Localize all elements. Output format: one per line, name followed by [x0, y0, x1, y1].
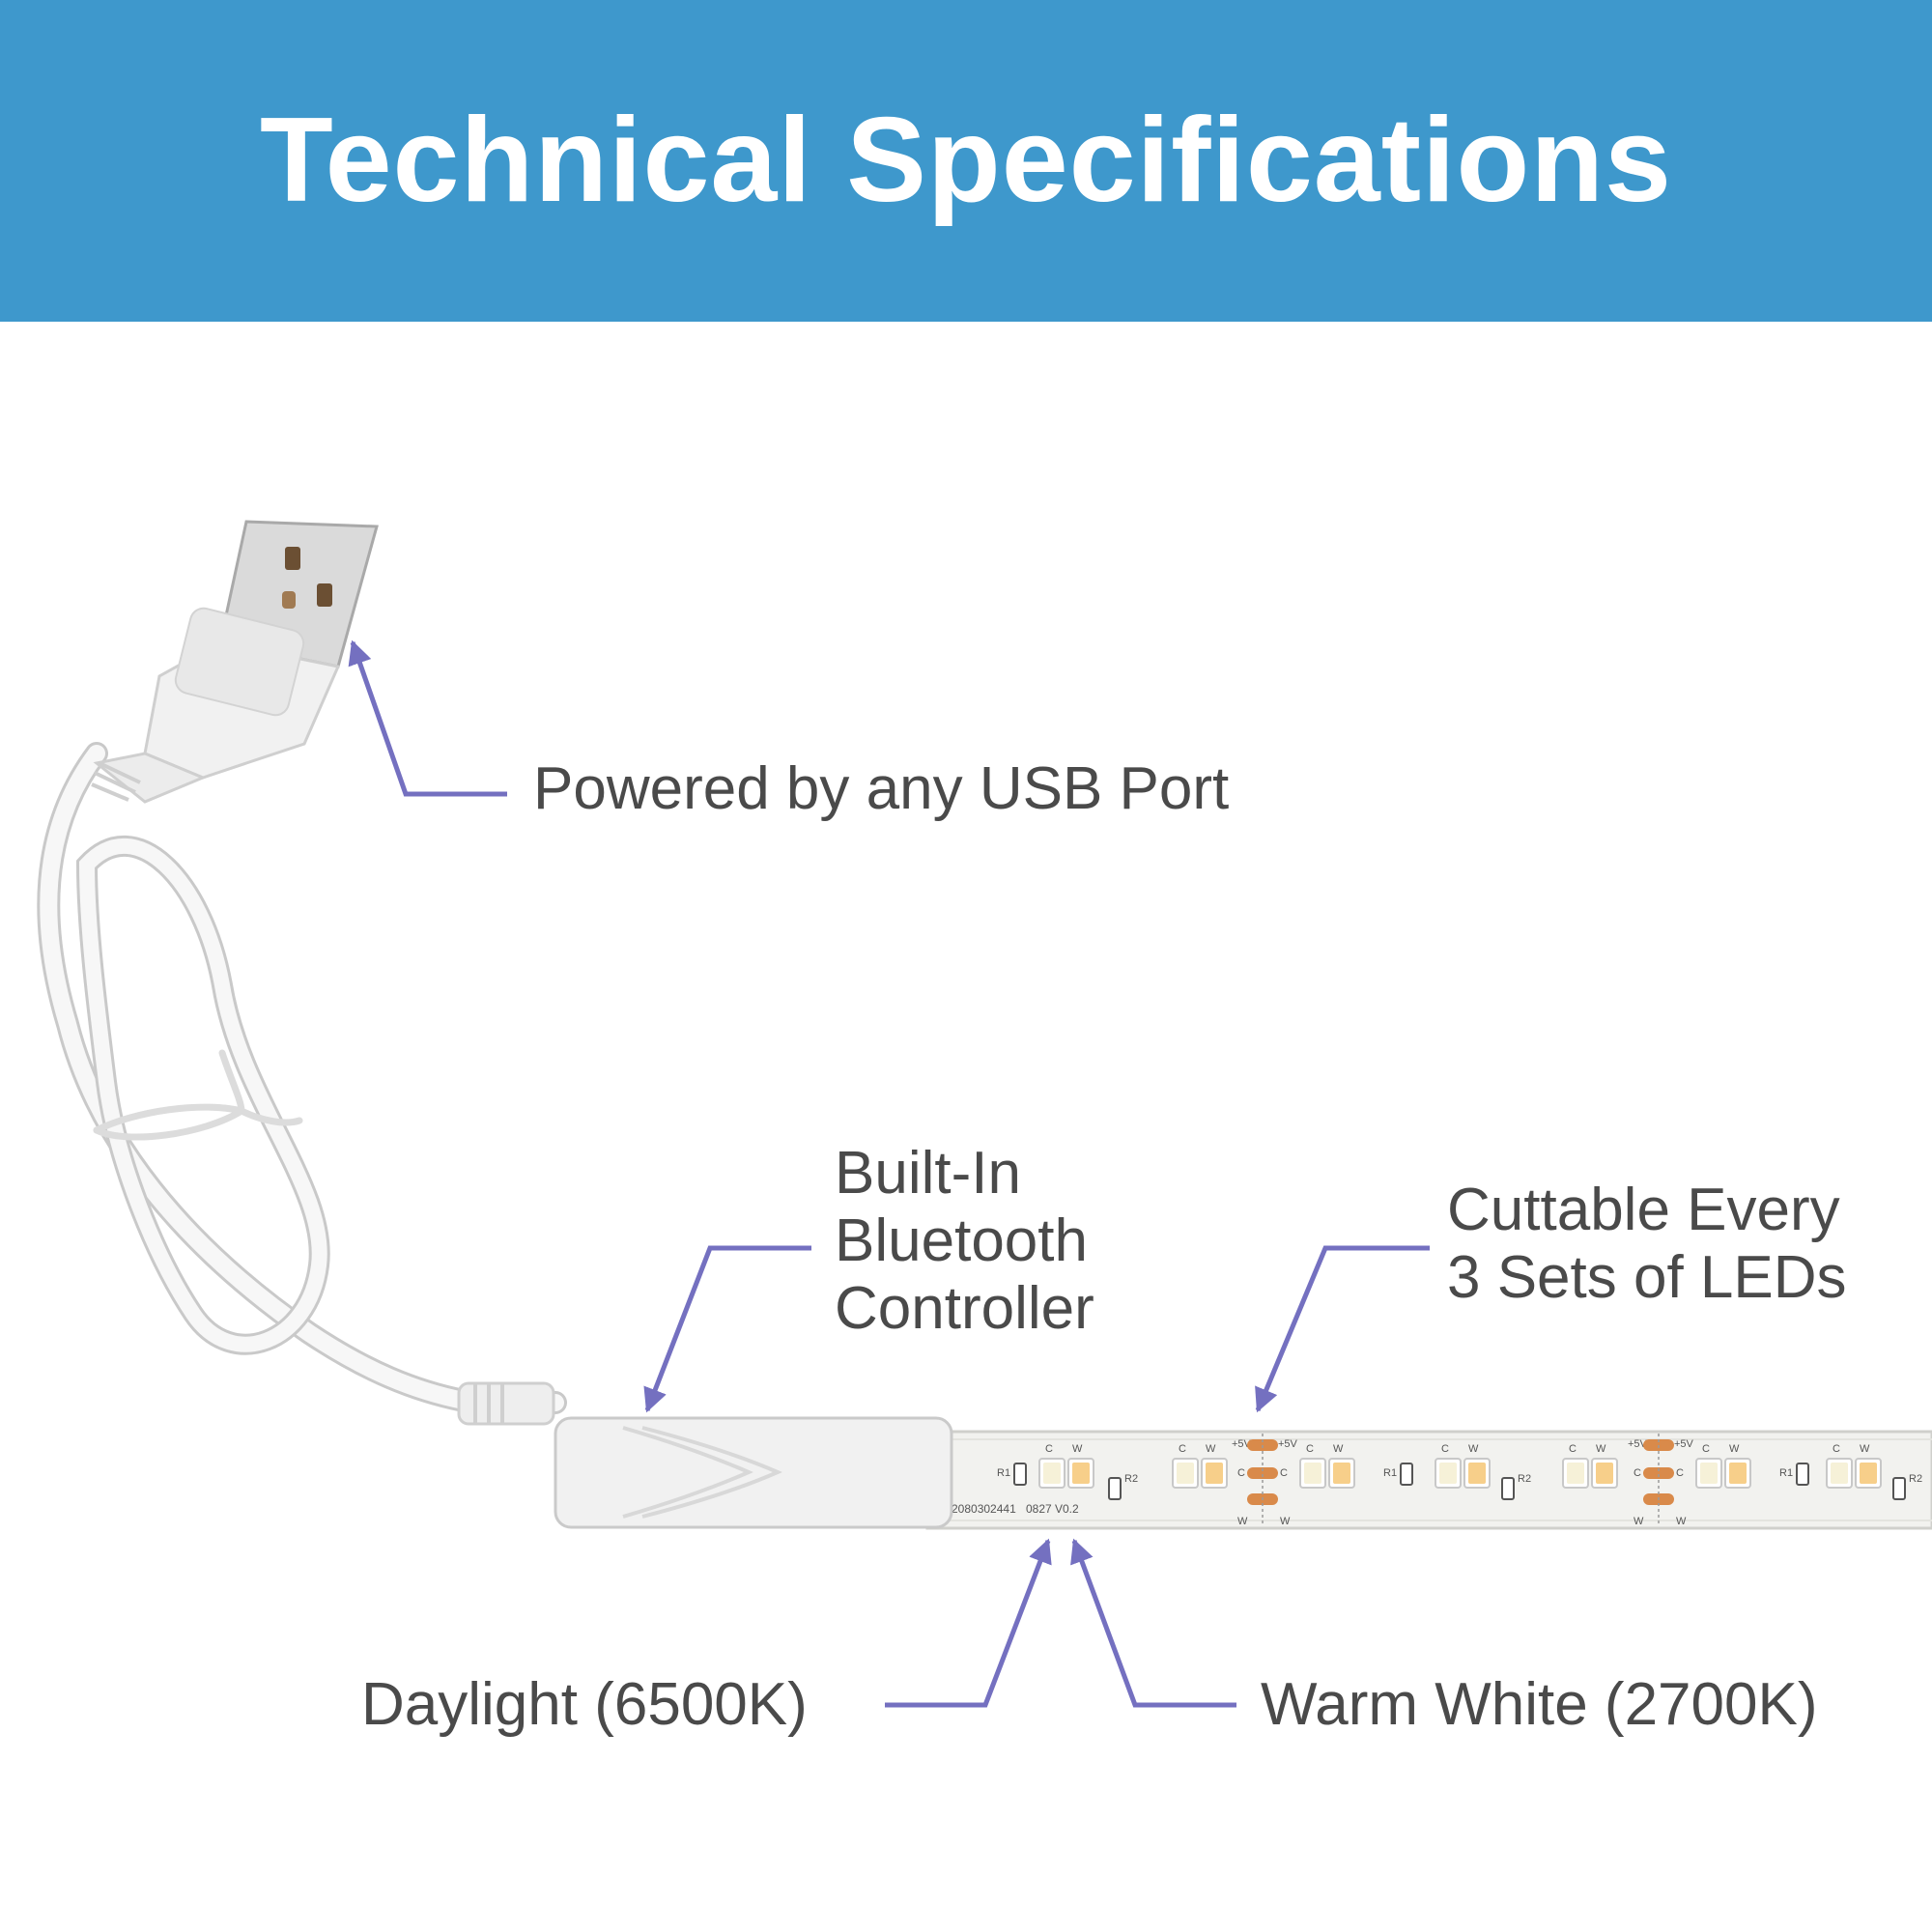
arrow-usb [348, 639, 507, 797]
cool-mark: C [1702, 1443, 1710, 1455]
power-mark: +5V [1628, 1438, 1648, 1450]
daylight-led [1177, 1463, 1194, 1484]
label-daylight: Daylight (6500K) [361, 1671, 808, 1738]
warm-mark: W [1676, 1516, 1687, 1527]
arrow-daylight [885, 1538, 1052, 1708]
warm-led [1333, 1463, 1350, 1484]
cable-strain-relief [457, 1381, 555, 1426]
label-cuttable: Cuttable Every 3 Sets of LEDs [1447, 1177, 1847, 1312]
label-usb-port: Powered by any USB Port [533, 755, 1230, 822]
bluetooth-controller [554, 1416, 953, 1529]
label-controller-line-2: Bluetooth [835, 1208, 1088, 1274]
cut-pad [1247, 1467, 1278, 1479]
warm-mark: W [1860, 1443, 1870, 1455]
daylight-led [1304, 1463, 1321, 1484]
warm-mark: W [1237, 1516, 1248, 1527]
warm-led [1072, 1463, 1090, 1484]
twist-tie [93, 1049, 303, 1141]
label-cuttable-line-1: Cuttable Every [1447, 1177, 1840, 1243]
power-mark: +5V [1278, 1438, 1298, 1450]
warm-mark: W [1333, 1443, 1344, 1455]
daylight-led [1043, 1463, 1061, 1484]
warm-mark: W [1206, 1443, 1216, 1455]
resistor-r1 [1013, 1463, 1027, 1486]
arrow-warm-white [1070, 1538, 1236, 1708]
warm-mark: W [1280, 1516, 1291, 1527]
cool-mark: C [1833, 1443, 1840, 1455]
resistor-label-r2: R2 [1124, 1473, 1138, 1485]
resistor-label-r1: R1 [1779, 1467, 1793, 1479]
cool-mark: C [1441, 1443, 1449, 1455]
warm-led [1729, 1463, 1747, 1484]
warm-mark: W [1596, 1443, 1606, 1455]
warm-led [1596, 1463, 1613, 1484]
cool-mark: C [1306, 1443, 1314, 1455]
resistor-label-r2: R2 [1909, 1473, 1922, 1485]
arrow-controller [643, 1245, 811, 1413]
cool-mark: C [1179, 1443, 1186, 1455]
warm-mark: W [1634, 1516, 1644, 1527]
label-controller-line-3: Controller [835, 1275, 1094, 1342]
usb-cable [37, 742, 567, 1414]
strip-version: V0.2 [1055, 1502, 1079, 1516]
label-controller-line-1: Built-In [835, 1140, 1021, 1207]
cool-mark: C [1634, 1467, 1641, 1479]
arrow-cuttable [1255, 1245, 1430, 1413]
cool-mark: C [1676, 1467, 1684, 1479]
resistor-r1 [1796, 1463, 1809, 1486]
warm-mark: W [1468, 1443, 1479, 1455]
led-strip: C W C W C W C W C W C W C W +5V +5V C C W W +5V +5V C C W W R1 R1… [925, 1430, 1932, 1530]
cool-mark: C [1569, 1443, 1577, 1455]
resistor-r1 [1400, 1463, 1413, 1486]
strip-serial: 2080302441 [952, 1502, 1016, 1516]
daylight-led [1567, 1463, 1584, 1484]
resistor-label-r1: R1 [1383, 1467, 1397, 1479]
cool-mark: C [1280, 1467, 1288, 1479]
daylight-led [1700, 1463, 1718, 1484]
resistor-r2 [1108, 1477, 1122, 1500]
warm-mark: W [1072, 1443, 1083, 1455]
cool-mark: C [1237, 1467, 1245, 1479]
label-warm-white: Warm White (2700K) [1261, 1671, 1818, 1738]
cool-mark: C [1045, 1443, 1053, 1455]
power-mark: +5V [1674, 1438, 1694, 1450]
daylight-led [1439, 1463, 1457, 1484]
power-mark: +5V [1232, 1438, 1252, 1450]
page-title: Technical Specifications [260, 94, 1672, 227]
resistor-r2 [1501, 1477, 1515, 1500]
warm-mark: W [1729, 1443, 1740, 1455]
strip-code: 0827 [1026, 1502, 1052, 1516]
warm-led [1206, 1463, 1223, 1484]
daylight-led [1831, 1463, 1848, 1484]
resistor-label-r2: R2 [1518, 1473, 1531, 1485]
resistor-r2 [1892, 1477, 1906, 1500]
warm-led [1860, 1463, 1877, 1484]
header-banner: Technical Specifications [0, 0, 1932, 322]
usb-plug [91, 520, 379, 804]
cut-pad [1643, 1467, 1674, 1479]
label-bluetooth-controller: Built-In Bluetooth Controller [835, 1140, 1094, 1343]
callout-arrows [348, 639, 1430, 1708]
warm-led [1468, 1463, 1486, 1484]
resistor-label-r1: R1 [997, 1467, 1010, 1479]
label-cuttable-line-2: 3 Sets of LEDs [1447, 1244, 1847, 1311]
